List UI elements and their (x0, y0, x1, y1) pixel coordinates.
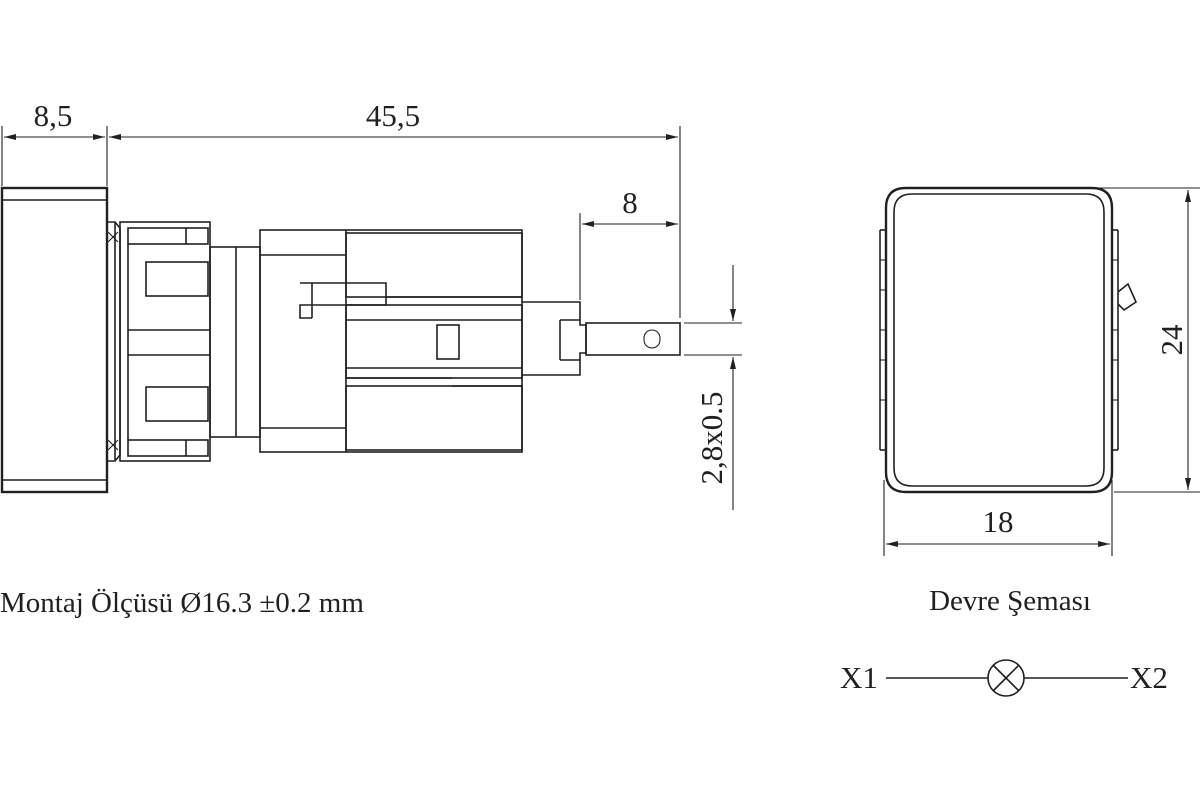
height-label: 24 (1154, 324, 1189, 356)
bezel-depth-label: 8,5 (34, 98, 73, 133)
body-length-dimension: 45,5 (109, 98, 681, 318)
side-view: 8,5 45,5 8 2,8x0.5 (0, 98, 742, 619)
circuit-diagram: Devre Şeması X1 X2 (840, 585, 1168, 697)
terminal-size-label: 2,8x0.5 (694, 392, 729, 485)
body-length-label: 45,5 (366, 98, 420, 133)
mounting-dimension-text: Montaj Ölçüsü Ø16.3 ±0.2 mm (0, 587, 364, 619)
front-view: 24 18 (879, 186, 1200, 556)
width-dimension: 18 (883, 480, 1113, 556)
terminal-x1-label: X1 (840, 660, 878, 695)
terminal-size-dimension: 2,8x0.5 (684, 265, 742, 510)
terminal-length-dimension: 8 (579, 185, 678, 300)
width-label: 18 (983, 504, 1014, 539)
circuit-title: Devre Şeması (929, 585, 1091, 617)
height-dimension: 24 (1098, 187, 1200, 493)
neck (209, 246, 261, 438)
terminal-tab (522, 301, 681, 376)
bezel-depth-dimension: 8,5 (1, 98, 108, 186)
terminal-x2-label: X2 (1130, 660, 1168, 695)
rear-body (259, 229, 523, 453)
bezel (0, 186, 109, 494)
front-housing (119, 221, 211, 462)
front-body (879, 186, 1138, 494)
lamp-cross-circle-icon (987, 659, 1025, 697)
terminal-length-label: 8 (622, 185, 638, 220)
mounting-clip (107, 221, 121, 462)
